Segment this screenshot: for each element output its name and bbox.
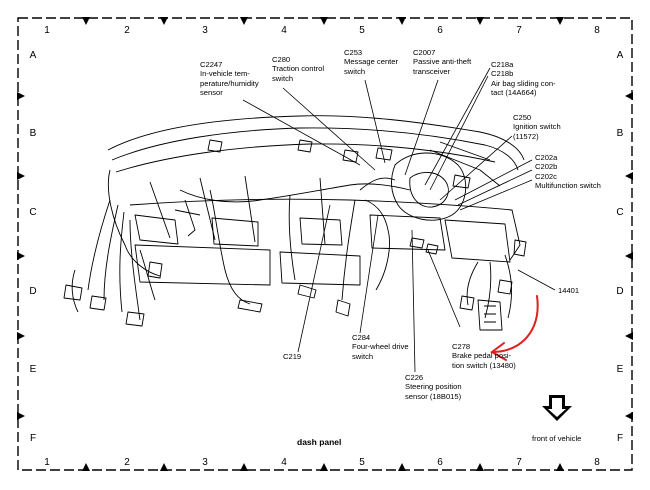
frame-notches <box>17 17 633 471</box>
row-label-right: B <box>617 128 624 139</box>
col-label-bottom: 7 <box>516 457 522 468</box>
front-arrow-icon <box>542 395 572 421</box>
col-label-top: 6 <box>437 25 443 36</box>
callout-c250: C250 Ignition switch (11572) <box>513 113 561 141</box>
diagram-frame <box>17 17 633 471</box>
red-annotation-arrow <box>490 295 539 361</box>
callout-c278: C278 Brake pedal posi- tion switch (1348… <box>452 342 516 370</box>
col-label-bottom: 6 <box>437 457 443 468</box>
row-label-left: C <box>29 207 36 218</box>
callout-c2247: C2247 In-vehicle tem- perature/humidity … <box>200 60 259 98</box>
grid-column-labels: 1 2 3 4 5 6 7 8 1 2 3 4 5 6 7 8 <box>44 25 600 468</box>
row-label-right: D <box>616 286 623 297</box>
callout-c280: C280 Traction control switch <box>272 55 325 83</box>
dash-panel-drawing <box>63 115 527 331</box>
grid-row-labels: A B C D E F A B C D E F <box>29 50 623 444</box>
col-label-top: 2 <box>124 25 130 36</box>
callout-c202: C202a C202b C202c Multifunction switch <box>535 153 601 191</box>
col-label-top: 4 <box>281 25 287 36</box>
col-label-bottom: 2 <box>124 457 130 468</box>
col-label-top: 7 <box>516 25 522 36</box>
col-label-bottom: 1 <box>44 457 50 468</box>
diagram-caption: dash panel <box>297 437 342 447</box>
row-label-left: A <box>30 50 37 61</box>
col-label-bottom: 8 <box>594 457 600 468</box>
row-label-right: E <box>617 364 624 375</box>
col-label-bottom: 4 <box>281 457 287 468</box>
row-label-right: F <box>617 433 623 444</box>
callout-c218: C218a C218b Air bag sliding con- tact (1… <box>491 60 556 98</box>
col-label-top: 3 <box>202 25 208 36</box>
row-label-left: E <box>30 364 37 375</box>
col-label-top: 8 <box>594 25 600 36</box>
col-label-top: 1 <box>44 25 50 36</box>
col-label-top: 5 <box>359 25 365 36</box>
row-label-left: F <box>30 433 36 444</box>
row-label-left: D <box>29 286 36 297</box>
callout-c253: C253 Message center switch <box>344 48 399 76</box>
callout-14401: 14401 <box>558 286 580 295</box>
callout-c284: C284 Four-wheel drive switch <box>352 333 409 361</box>
callout-c226: C226 Steering position sensor (18B015) <box>405 373 462 401</box>
row-label-right: C <box>616 207 623 218</box>
row-label-right: A <box>617 50 624 61</box>
col-label-bottom: 5 <box>359 457 365 468</box>
col-label-bottom: 3 <box>202 457 208 468</box>
front-of-vehicle-label: front of vehicle <box>532 434 582 443</box>
callout-c2007: C2007 Passive anti-theft transceiver <box>413 48 472 76</box>
leader-lines <box>242 67 556 373</box>
row-label-left: B <box>30 128 37 139</box>
callout-c219: C219 <box>283 352 302 361</box>
